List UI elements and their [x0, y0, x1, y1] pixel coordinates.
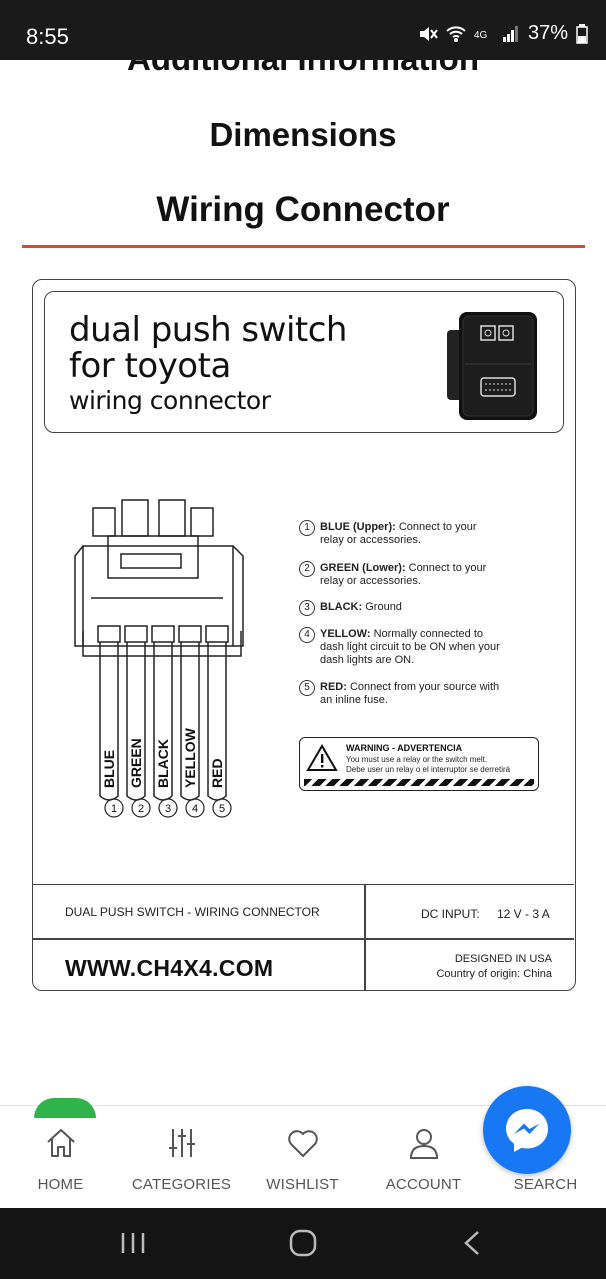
- home-button-icon[interactable]: [283, 1228, 323, 1258]
- status-time: 8:55: [26, 24, 69, 49]
- footer-website: WWW.CH4X4.COM: [65, 955, 274, 981]
- warning-line1: You must use a relay or the switch melt.: [346, 755, 488, 764]
- wire-number-4: 4: [185, 798, 205, 818]
- warning-line2: Debe user un relay o el interruptor se d…: [346, 765, 511, 774]
- legend-label: YELLOW:: [320, 628, 371, 640]
- footer-divider-v: [364, 885, 366, 991]
- heading-wiring-connector[interactable]: Wiring Connector: [156, 190, 450, 229]
- messenger-icon: [506, 1109, 548, 1152]
- footer-dc-label: DC INPUT:: [421, 907, 480, 921]
- battery-icon: [576, 23, 588, 44]
- heading-dimensions[interactable]: Dimensions: [209, 116, 397, 153]
- nav-categories-label: CATEGORIES: [131, 1176, 232, 1193]
- heart-icon: [288, 1130, 318, 1157]
- footer-divider-h: [33, 938, 574, 940]
- legend-number: 3: [299, 600, 315, 616]
- legend-text: Normally connected to dash light circuit…: [320, 628, 500, 666]
- diagram-title-box: dual push switch for toyota wiring conne…: [44, 291, 564, 433]
- page-content: Additional Information Dimensions Wiring…: [0, 60, 606, 1105]
- legend-label: BLACK:: [320, 601, 363, 613]
- svg-text:4: 4: [192, 803, 198, 815]
- wiring-diagram-image: dual push switch for toyota wiring conne…: [32, 279, 576, 991]
- nav-wishlist[interactable]: WISHLIST: [242, 1106, 363, 1209]
- diagram-title-line3: wiring connector: [69, 386, 271, 415]
- diagram-footer-table: DUAL PUSH SWITCH - WIRING CONNECTOR DC I…: [33, 884, 574, 991]
- recents-icon[interactable]: [113, 1228, 153, 1258]
- status-bar: 8:55 4G 37%: [0, 0, 606, 60]
- connector-drawing: BLUE GREEN BLACK YELLOW RED: [74, 499, 244, 801]
- wire-label-green: GREEN: [128, 738, 144, 788]
- nav-home-label: HOME: [37, 1176, 84, 1193]
- legend-label: BLUE (Upper):: [320, 521, 396, 533]
- switch-product-icon: [447, 312, 537, 420]
- wire-label-yellow: YELLOW: [182, 727, 198, 788]
- heading-additional-information: Additional Information: [0, 60, 606, 78]
- mute-icon: [418, 25, 438, 43]
- legend-number: 2: [299, 561, 315, 577]
- categories-icon: [169, 1129, 195, 1157]
- footer-origin: Country of origin: China: [436, 968, 552, 980]
- signal-icon: [502, 25, 520, 43]
- legend-label: RED:: [320, 681, 347, 693]
- status-icons: 4G 37%: [418, 22, 588, 45]
- wire-label-red: RED: [209, 758, 225, 788]
- footer-designed-in: DESIGNED IN USA: [454, 953, 552, 965]
- nav-search-label: SEARCH: [513, 1176, 578, 1193]
- wire-label-blue: BLUE: [101, 750, 117, 788]
- wire-number-3: 3: [158, 798, 178, 818]
- svg-text:5: 5: [219, 803, 225, 815]
- nav-account-label: ACCOUNT: [385, 1176, 462, 1193]
- legend-text: Ground: [365, 601, 402, 613]
- diagram-title-line2: for toyota: [69, 346, 231, 386]
- svg-text:3: 3: [165, 803, 171, 815]
- account-icon: [409, 1129, 439, 1159]
- nav-home[interactable]: HOME: [0, 1106, 121, 1209]
- wifi-icon: [446, 25, 466, 43]
- messenger-chat-button[interactable]: [483, 1086, 571, 1174]
- footer-product-name: DUAL PUSH SWITCH - WIRING CONNECTOR: [65, 905, 320, 919]
- svg-text:1: 1: [111, 803, 117, 815]
- wire-number-2: 2: [131, 798, 151, 818]
- nav-wishlist-label: WISHLIST: [266, 1176, 339, 1193]
- wire-number-1: 1: [104, 798, 124, 818]
- svg-text:2: 2: [138, 803, 144, 815]
- wire-label-black: BLACK: [155, 739, 171, 788]
- legend-text: Connect to your relay or accessories.: [320, 521, 477, 546]
- back-icon[interactable]: [452, 1228, 492, 1258]
- wire-number-row: 1 2 3 4 5: [104, 798, 232, 818]
- warning-stripes: [304, 779, 534, 786]
- legend-number: 4: [299, 627, 315, 643]
- svg-text:4G: 4G: [474, 30, 488, 40]
- system-navigation-bar: [0, 1208, 606, 1279]
- warning-box: WARNING - ADVERTENCIA You must use a rel…: [299, 737, 539, 791]
- diagram-title-line1: dual push switch: [69, 310, 347, 350]
- 4g-icon: 4G: [474, 28, 494, 40]
- legend-text: Connect to your relay or accessories.: [320, 562, 487, 587]
- warning-triangle-icon: [306, 744, 338, 771]
- home-icon: [47, 1129, 75, 1157]
- legend-text: Connect from your source with an inline …: [320, 681, 500, 706]
- nav-categories[interactable]: CATEGORIES: [121, 1106, 242, 1209]
- legend-label: GREEN (Lower):: [320, 562, 406, 574]
- warning-title: WARNING - ADVERTENCIA: [346, 743, 463, 753]
- nav-account[interactable]: ACCOUNT: [363, 1106, 484, 1209]
- nav-search[interactable]: SEARCH: [485, 1106, 606, 1209]
- whatsapp-button-edge[interactable]: [34, 1098, 96, 1118]
- legend-number: 5: [299, 680, 315, 696]
- wire-number-5: 5: [212, 798, 232, 818]
- footer-dc-value: 12 V - 3 A: [497, 907, 550, 921]
- battery-percent: 37%: [527, 22, 568, 44]
- heading-underline: [22, 245, 585, 248]
- legend-number: 1: [299, 520, 315, 536]
